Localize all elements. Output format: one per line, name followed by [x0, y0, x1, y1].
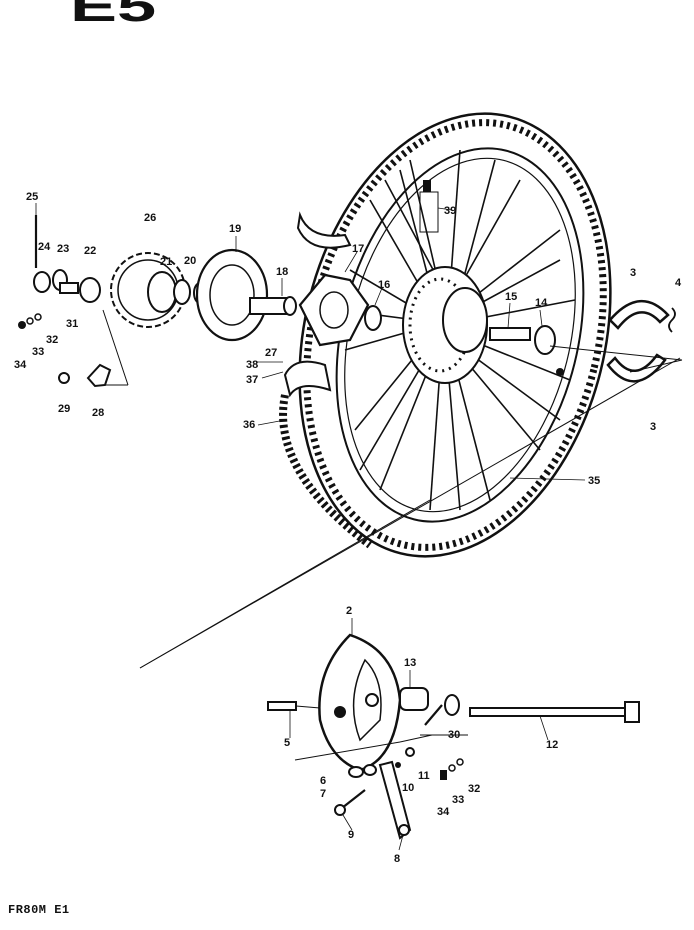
callout-28: 28 [92, 407, 104, 419]
callout-31: 31 [66, 318, 78, 330]
callout-2: 2 [346, 605, 352, 617]
callout-20: 20 [184, 255, 196, 267]
pin-10 [395, 762, 401, 768]
callout-33: 33 [32, 346, 44, 358]
washer-30 [444, 694, 460, 716]
brake-cam-bolt [424, 704, 443, 726]
spacer-13 [399, 687, 429, 711]
callout-35: 35 [588, 475, 600, 487]
axle-sleeve-15 [489, 327, 531, 341]
callout-10: 10 [402, 782, 414, 794]
washer-22 [79, 277, 101, 303]
pin-32 [34, 313, 42, 321]
shoe-spring [668, 307, 676, 333]
callout-13: 13 [404, 657, 416, 669]
callout-33-lower: 33 [452, 794, 464, 806]
tube-segment [296, 211, 352, 249]
nut-11 [405, 747, 415, 757]
callout-32-lower: 32 [468, 783, 480, 795]
callout-36: 36 [243, 419, 255, 431]
callout-6: 6 [320, 775, 326, 787]
callout-25: 25 [26, 191, 38, 203]
hub-damper [298, 273, 370, 347]
nut-24 [33, 271, 51, 293]
stud-5 [267, 701, 297, 711]
washer-33 [26, 317, 34, 325]
callout-24: 24 [38, 241, 51, 253]
sprocket-hub [147, 271, 177, 313]
callout-18: 18 [276, 266, 288, 278]
callout-21: 21 [160, 256, 172, 268]
nut-34b [440, 770, 447, 780]
callout-14: 14 [535, 297, 548, 309]
callout-3-lower: 3 [650, 421, 656, 433]
spacer-31 [59, 282, 79, 294]
pin-32b [456, 758, 464, 766]
callout-12: 12 [546, 739, 558, 751]
callout-4: 4 [675, 277, 682, 289]
callout-3-upper: 3 [630, 267, 636, 279]
callout-26: 26 [144, 212, 156, 224]
callout-29: 29 [58, 403, 70, 415]
callout-9: 9 [348, 829, 354, 841]
callout-17: 17 [352, 243, 364, 255]
callout-27: 27 [265, 347, 277, 359]
callout-30: 30 [448, 729, 460, 741]
bearing-16 [364, 305, 382, 331]
washer-7 [363, 764, 377, 776]
hub-center [442, 287, 488, 353]
seal [556, 368, 564, 376]
brake-panel-assembly [267, 633, 640, 840]
callout-37: 37 [246, 374, 258, 386]
right-hub-parts [489, 299, 683, 383]
chain-adjuster-28 [86, 363, 112, 388]
brake-shoe-upper [608, 299, 670, 330]
callout-32: 32 [46, 334, 58, 346]
axle-12 [469, 707, 626, 717]
washer-6 [348, 766, 364, 778]
washer-33b [448, 764, 456, 772]
guide-line-b [139, 357, 681, 669]
brake-shoe-lower [606, 353, 667, 383]
callout-38: 38 [246, 359, 258, 371]
header-mark: E5 [70, 0, 157, 31]
callout-5: 5 [284, 737, 290, 749]
callout-22: 22 [84, 245, 96, 257]
callout-15: 15 [505, 291, 517, 303]
callout-34-lower: 34 [437, 806, 450, 818]
sprocket-assembly [110, 248, 382, 347]
callout-39: 39 [444, 205, 456, 217]
carrier-bearing [283, 296, 297, 316]
bushing-21 [173, 279, 191, 305]
sprocket-carrier [195, 248, 269, 342]
nut-34 [18, 321, 26, 329]
callout-8: 8 [394, 853, 400, 865]
callout-34: 34 [14, 359, 27, 371]
callout-23: 23 [57, 243, 69, 255]
leader-lines [35, 203, 586, 851]
bearing-14 [534, 325, 556, 355]
callout-7: 7 [320, 788, 326, 800]
callout-19: 19 [229, 223, 241, 235]
bolt-9 [341, 789, 366, 809]
valve-cap [423, 180, 431, 192]
callout-labels: 25 24 23 22 26 21 20 19 18 17 16 15 14 3… [14, 191, 682, 865]
nut-29 [58, 372, 70, 384]
diagram-caption: FR80M E1 [8, 903, 70, 917]
axle-head [624, 701, 640, 723]
callout-11: 11 [418, 770, 430, 782]
callout-16: 16 [378, 279, 390, 291]
left-fasteners [18, 215, 129, 388]
rim-band [283, 360, 332, 398]
